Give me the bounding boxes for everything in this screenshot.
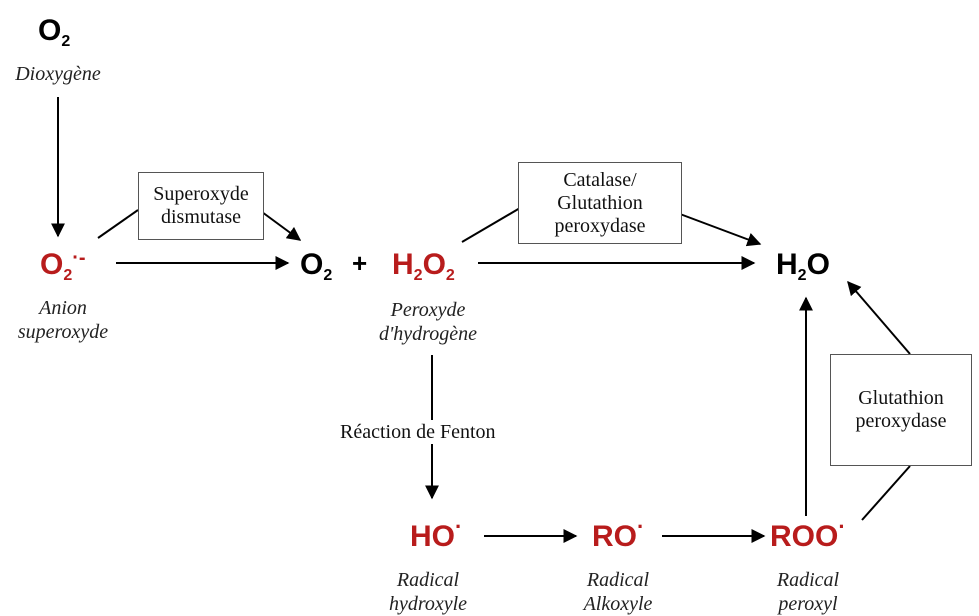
gpx-link-bottom	[861, 465, 911, 521]
species-superoxide: O2·-	[40, 247, 86, 284]
species-hydroxyl-radical: HO·	[410, 514, 463, 553]
sod-link-right	[261, 211, 302, 241]
label-dioxygene: Dioxygène	[15, 63, 101, 85]
label-anion-superoxyde: Anion superoxyde	[17, 297, 109, 343]
species-peroxyl-radical: ROO·	[770, 514, 846, 553]
catalase-link-left	[461, 207, 521, 243]
enzyme-box-catalase: Catalase/ Glutathion peroxydase	[518, 162, 682, 244]
species-o2-middle: O2	[300, 248, 333, 285]
enzyme-box-superoxyde-dismutase: Superoxyde dismutase	[138, 172, 264, 240]
catalase-link-right	[679, 213, 762, 247]
label-radical-hydroxyle: Radical hydroxyle	[388, 569, 468, 615]
plus-sign: +	[352, 248, 368, 278]
label-radical-alkoxyle: Radical Alkoxyle	[583, 569, 653, 615]
label-radical-peroxyl: Radical peroxyl	[776, 569, 840, 615]
sod-link-left	[97, 209, 139, 239]
species-o2-top: O2	[38, 14, 71, 51]
label-peroxyde-hydrogene: Peroxyde d'hydrogène	[379, 299, 477, 345]
species-alkoxyl-radical: RO·	[592, 514, 645, 553]
species-h2o2: H2O2	[392, 248, 455, 285]
species-h2o: H2O	[776, 248, 830, 285]
enzyme-box-glutathion-peroxydase: Glutathion peroxydase	[830, 354, 972, 466]
label-reaction-fenton: Réaction de Fenton	[338, 420, 498, 444]
gpx-link-top	[847, 280, 911, 355]
